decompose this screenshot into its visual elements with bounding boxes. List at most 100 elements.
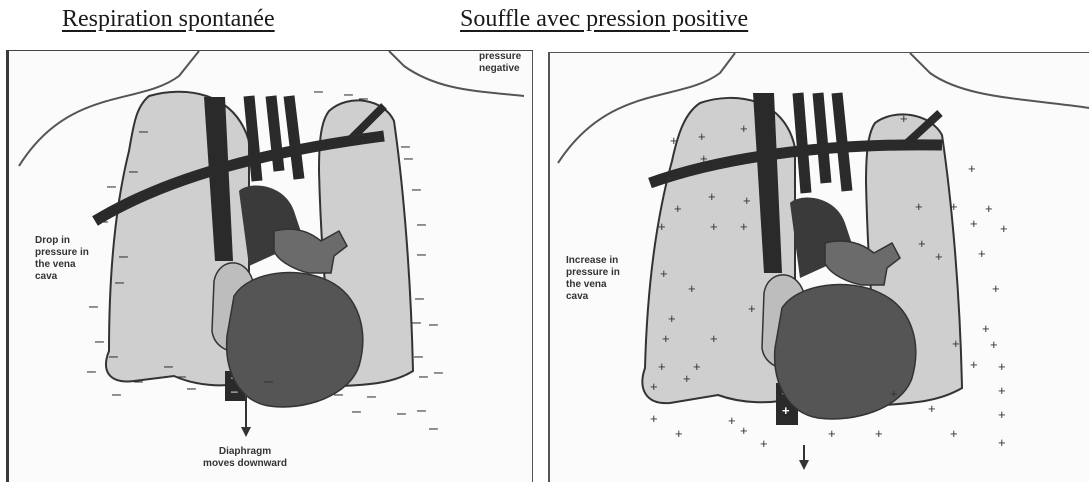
pressure-sign: +	[998, 407, 1006, 422]
pressure-sign: –	[417, 216, 426, 233]
pressure-sign: +	[950, 426, 958, 441]
pressure-sign: +	[670, 133, 678, 148]
pressure-sign: +	[710, 331, 718, 346]
pressure-sign: +	[928, 401, 936, 416]
pressure-sign: +	[1000, 221, 1008, 236]
pressure-sign: +	[708, 189, 716, 204]
pressure-sign: +	[675, 426, 683, 441]
pressure-sign: –	[429, 420, 438, 437]
pressure-sign: –	[107, 178, 116, 195]
pressure-sign: –	[115, 274, 124, 291]
vena-cava-label-line2: pressure in	[566, 267, 620, 278]
pressure-sign: +	[970, 357, 978, 372]
diaphragm-label-line1: Diaphragm	[219, 446, 271, 457]
pressure-sign: +	[828, 426, 836, 441]
pressure-sign: +	[935, 249, 943, 264]
pressure-sign: +	[998, 383, 1006, 398]
pressure-label-line1: pressure	[479, 51, 522, 62]
pressure-sign: +	[990, 337, 998, 352]
pressure-sign: –	[429, 316, 438, 333]
downward-arrow-head	[799, 460, 809, 470]
pressure-sign: –	[415, 290, 424, 307]
pressure-sign: –	[414, 348, 423, 365]
vena-cava-label-line3: the vena	[566, 279, 607, 290]
pressure-sign: –	[344, 86, 353, 103]
pressure-sign: +	[683, 371, 691, 386]
pressure-sign: +	[693, 359, 701, 374]
pressure-sign: +	[740, 423, 748, 438]
pressure-sign: –	[412, 314, 421, 331]
pressure-sign: +	[668, 311, 676, 326]
ivc-plus-bottom: +	[782, 403, 790, 418]
pressure-sign: +	[900, 111, 908, 126]
pressure-sign: +	[674, 201, 682, 216]
pressure-sign: +	[985, 201, 993, 216]
pressure-sign: +	[658, 219, 666, 234]
pressure-sign: –	[359, 90, 368, 107]
pressure-sign: –	[177, 368, 186, 385]
pressure-sign: –	[164, 358, 173, 375]
pressure-sign: –	[352, 403, 361, 420]
pressure-sign: –	[367, 388, 376, 405]
pressure-sign: +	[728, 413, 736, 428]
pressure-sign: +	[992, 281, 1000, 296]
pressure-sign: +	[978, 246, 986, 261]
pressure-sign: +	[688, 281, 696, 296]
vena-cava-label-line4: cava	[35, 271, 58, 282]
pressure-sign: +	[875, 426, 883, 441]
pressure-sign: –	[99, 213, 108, 230]
pressure-sign: –	[95, 333, 104, 350]
pressure-label-line2: negative	[479, 63, 520, 74]
pressure-sign: –	[112, 386, 121, 403]
pressure-sign: –	[404, 150, 413, 167]
diaphragm-arrow-head	[241, 427, 251, 437]
pressure-sign: +	[662, 331, 670, 346]
pressure-sign: –	[139, 123, 148, 140]
pressure-sign: +	[998, 435, 1006, 450]
panel-spontaneous-breathing: – – pressure negative Drop in pressure i…	[6, 50, 533, 482]
pressure-sign: +	[952, 336, 960, 351]
pressure-sign: –	[87, 363, 96, 380]
vena-cava-label-line3: the vena	[35, 259, 76, 270]
pressure-sign: +	[915, 199, 923, 214]
pressure-sign: –	[434, 364, 443, 381]
pressure-sign: +	[740, 121, 748, 136]
pressure-sign: –	[119, 248, 128, 265]
pressure-sign: +	[950, 199, 958, 214]
pressure-sign: +	[760, 436, 768, 451]
aortic-arch-vessels	[798, 93, 847, 193]
pressure-sign: +	[743, 193, 751, 208]
pressure-sign: –	[89, 298, 98, 315]
pressure-sign: +	[660, 266, 668, 281]
pressure-sign: –	[109, 348, 118, 365]
pressure-sign: +	[650, 379, 658, 394]
pressure-sign: –	[314, 83, 323, 100]
pressure-sign: +	[658, 359, 666, 374]
pressure-sign: –	[412, 181, 421, 198]
diaphragm-label-line2: moves downward	[203, 458, 287, 469]
pressure-sign: +	[698, 129, 706, 144]
pressure-sign: +	[710, 219, 718, 234]
vena-cava-label-line2: pressure in	[35, 247, 89, 258]
pressure-sign: –	[419, 368, 428, 385]
pressure-sign: –	[129, 163, 138, 180]
pressure-sign: –	[354, 126, 363, 143]
aortic-arch-vessels	[249, 96, 299, 181]
title-positive-pressure-breathing: Souffle avec pression positive	[460, 6, 748, 33]
pressure-sign: +	[665, 171, 673, 186]
pressure-sign: –	[417, 402, 426, 419]
pressure-sign: –	[397, 405, 406, 422]
panel-positive-pressure: + + Increase in pressure in the vena cav…	[548, 52, 1089, 482]
pressure-sign: –	[187, 380, 196, 397]
pressure-sign: +	[970, 216, 978, 231]
pressure-sign: +	[650, 411, 658, 426]
pressure-sign: +	[998, 359, 1006, 374]
pressure-sign: +	[748, 301, 756, 316]
pressure-sign: +	[700, 151, 708, 166]
pressure-sign: +	[890, 386, 898, 401]
ivc-minus-bottom: –	[231, 384, 238, 398]
title-spontaneous-breathing: Respiration spontanée	[62, 6, 275, 33]
pressure-sign: –	[134, 373, 143, 390]
vena-cava-label-line4: cava	[566, 291, 589, 302]
pressure-sign: –	[334, 386, 343, 403]
